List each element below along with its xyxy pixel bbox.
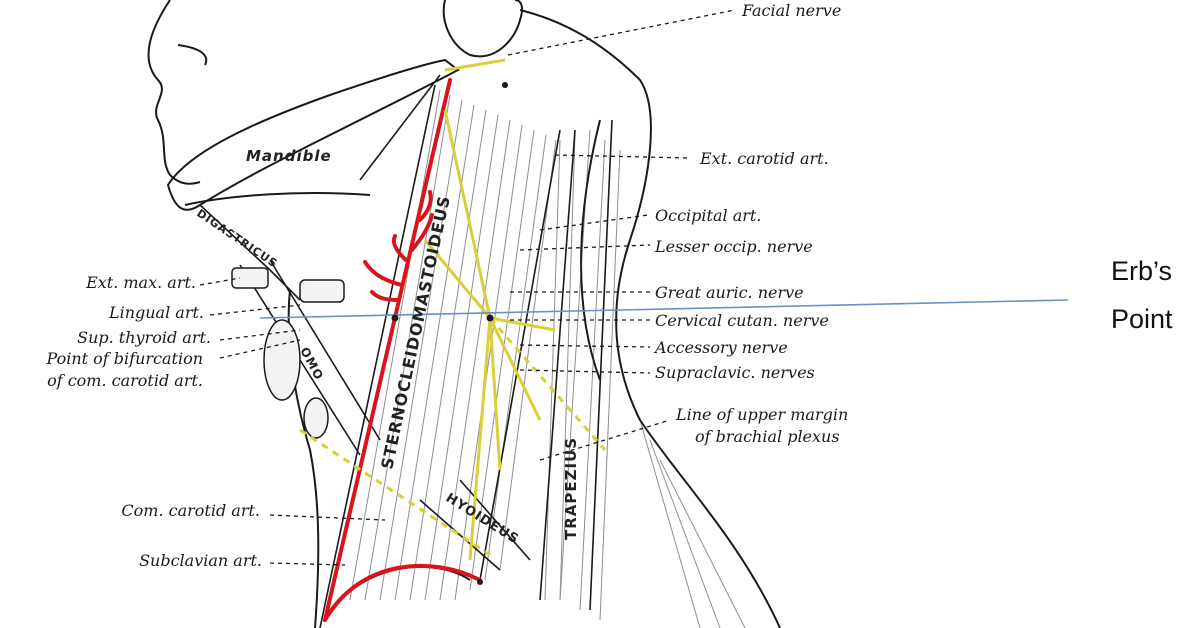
nose-outline [177, 44, 208, 66]
label-lesser-occip-nerve: Lesser occip. nerve [655, 237, 813, 256]
erbs-point-marker [486, 314, 494, 322]
erbs-point-label-line2: Point [1111, 304, 1173, 334]
great-auricular-nerve [443, 109, 492, 319]
label-ext-max-art: Ext. max. art. [86, 273, 196, 292]
ear-outline [442, 0, 524, 58]
label-mandible: Mandible [246, 147, 332, 165]
muscle-label-trapezius: TRAPEZIUS [562, 437, 580, 540]
label-great-auric-nerve: Great auric. nerve [655, 283, 804, 302]
label-accessory-nerve: Accessory nerve [655, 338, 788, 357]
erbs-point-label-line1: Erb’s [1111, 256, 1173, 286]
label-sup-thyroid-art: Sup. thyroid art. [77, 328, 211, 347]
label-point-of-bifurcation: Point of bifurcation [46, 349, 203, 368]
label-lingual-art: Lingual art. [108, 303, 204, 322]
label-occipital-art: Occipital art. [655, 206, 762, 225]
label-cervical-cutan-nerve: Cervical cutan. nerve [655, 311, 829, 330]
label-subclavian-art: Subclavian art. [139, 551, 262, 570]
label-ext-carotid-art: Ext. carotid art. [700, 149, 829, 168]
label-facial-nerve: Facial nerve [742, 1, 842, 20]
common-carotid-artery [323, 78, 452, 622]
face-outline [147, 0, 201, 185]
neck-back-outline [519, 9, 781, 628]
accessory-nerve [488, 317, 542, 421]
label-supraclavic-nerves: Supraclavic. nerves [655, 363, 815, 382]
label-brachial-plexus-line-1: Line of upper margin [676, 405, 849, 424]
facial-nerve [444, 58, 506, 72]
mandible-outline [166, 58, 460, 211]
subclavian-artery [323, 563, 482, 622]
cervical-cutaneous-nerve [423, 239, 492, 319]
muscle-label-digastricus: DIGASTRICUS [194, 207, 280, 271]
label-brachial-plexus-line-2: of brachial plexus [695, 427, 840, 446]
label-com-carotid-art: Com. carotid art. [121, 501, 260, 520]
label-of-com-carotid-art: of com. carotid art. [47, 371, 203, 390]
supraclavicular-nerve [488, 317, 502, 471]
